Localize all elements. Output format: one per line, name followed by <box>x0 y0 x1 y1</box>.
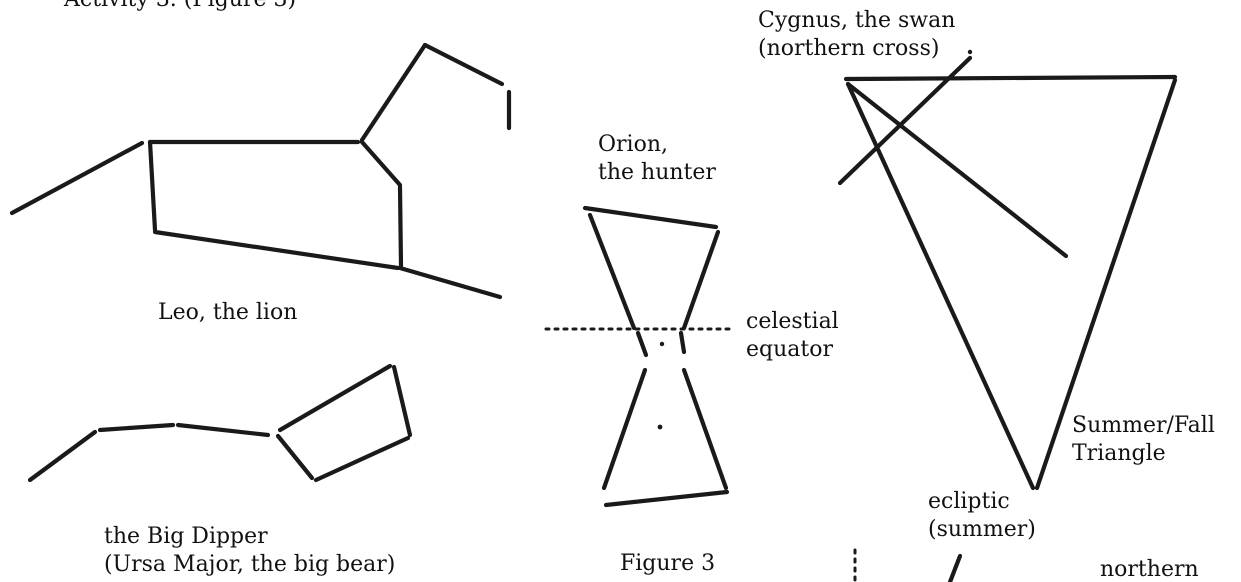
summer-fall-triangle <box>843 74 1178 491</box>
northern-partial-label: northern <box>1100 557 1199 582</box>
big-dipper-constellation <box>27 363 413 483</box>
ecliptic-line-fragment <box>947 553 963 582</box>
leo-tail-line <box>9 140 145 216</box>
orion-left-lower-line <box>601 367 648 491</box>
leo-chest-line <box>397 184 404 269</box>
orion-shoulders-line <box>582 205 719 230</box>
leo-label: Leo, the lion <box>158 300 298 325</box>
leo-foreleg-line <box>397 265 503 300</box>
orion-label-line-2: the hunter <box>598 160 716 185</box>
orion-feet-line <box>603 489 730 508</box>
orion-belt-right-line <box>678 330 687 355</box>
dipper-bowl-bottom-line <box>313 435 411 483</box>
activity-title: Activity 3. (Figure 3) <box>64 0 296 14</box>
celestial-equator-label: celestial equator <box>746 308 839 364</box>
cygnus-label: Cygnus, the swan (northern cross) <box>758 7 955 63</box>
orion-sword-star <box>657 424 663 430</box>
orion-belt-left-line <box>635 330 649 358</box>
cygnus-deneb-star <box>967 49 973 55</box>
dipper-bowl-back-line <box>275 433 315 481</box>
orion-right-lower-line <box>681 367 729 491</box>
cygnus-label-line-2: (northern cross) <box>758 36 940 61</box>
cygnus-label-line-1: Cygnus, the swan <box>758 8 956 33</box>
leo-shoulder-line <box>359 139 403 188</box>
leo-belly-line <box>152 229 401 271</box>
ecliptic-label-line-1: ecliptic <box>928 489 1010 514</box>
dipper-handle-end-line <box>27 429 98 483</box>
dipper-bowl-front-line <box>391 364 413 438</box>
dipper-handle-inner-line <box>175 422 271 438</box>
dipper-bowl-top-line <box>277 363 393 433</box>
orion-label: Orion, the hunter <box>598 131 716 187</box>
triangle-right-line <box>1034 77 1178 491</box>
orion-label-line-1: Orion, <box>598 132 668 157</box>
dipper-handle-middle-line <box>97 422 176 433</box>
orion-right-upper-line <box>681 229 721 331</box>
summer-fall-triangle-label-line-2: Triangle <box>1072 441 1166 466</box>
triangle-top-line <box>843 74 1178 82</box>
summer-fall-triangle-label: Summer/Fall Triangle <box>1072 412 1215 468</box>
ecliptic-label-line-2: (summer) <box>928 517 1036 542</box>
ecliptic-label: ecliptic (summer) <box>928 488 1036 544</box>
leo-mane-line <box>422 42 505 87</box>
celestial-equator-label-line-2: equator <box>746 337 833 362</box>
big-dipper-label: the Big Dipper (Ursa Major, the big bear… <box>104 523 395 579</box>
leo-rump-line <box>147 139 158 233</box>
figure-caption: Figure 3 <box>620 551 716 576</box>
triangle-left-line <box>845 81 1036 491</box>
celestial-equator-label-line-1: celestial <box>746 309 839 334</box>
summer-fall-triangle-label-line-1: Summer/Fall <box>1072 413 1215 438</box>
orion-belt-star <box>659 341 665 347</box>
orion-left-upper-line <box>587 212 637 331</box>
leo-constellation <box>9 42 512 300</box>
leo-neck-line <box>359 42 428 143</box>
orion-constellation <box>582 205 730 508</box>
cygnus-wing-line <box>845 81 1069 259</box>
big-dipper-label-line-2: (Ursa Major, the big bear) <box>104 552 396 577</box>
big-dipper-label-line-1: the Big Dipper <box>104 524 268 549</box>
